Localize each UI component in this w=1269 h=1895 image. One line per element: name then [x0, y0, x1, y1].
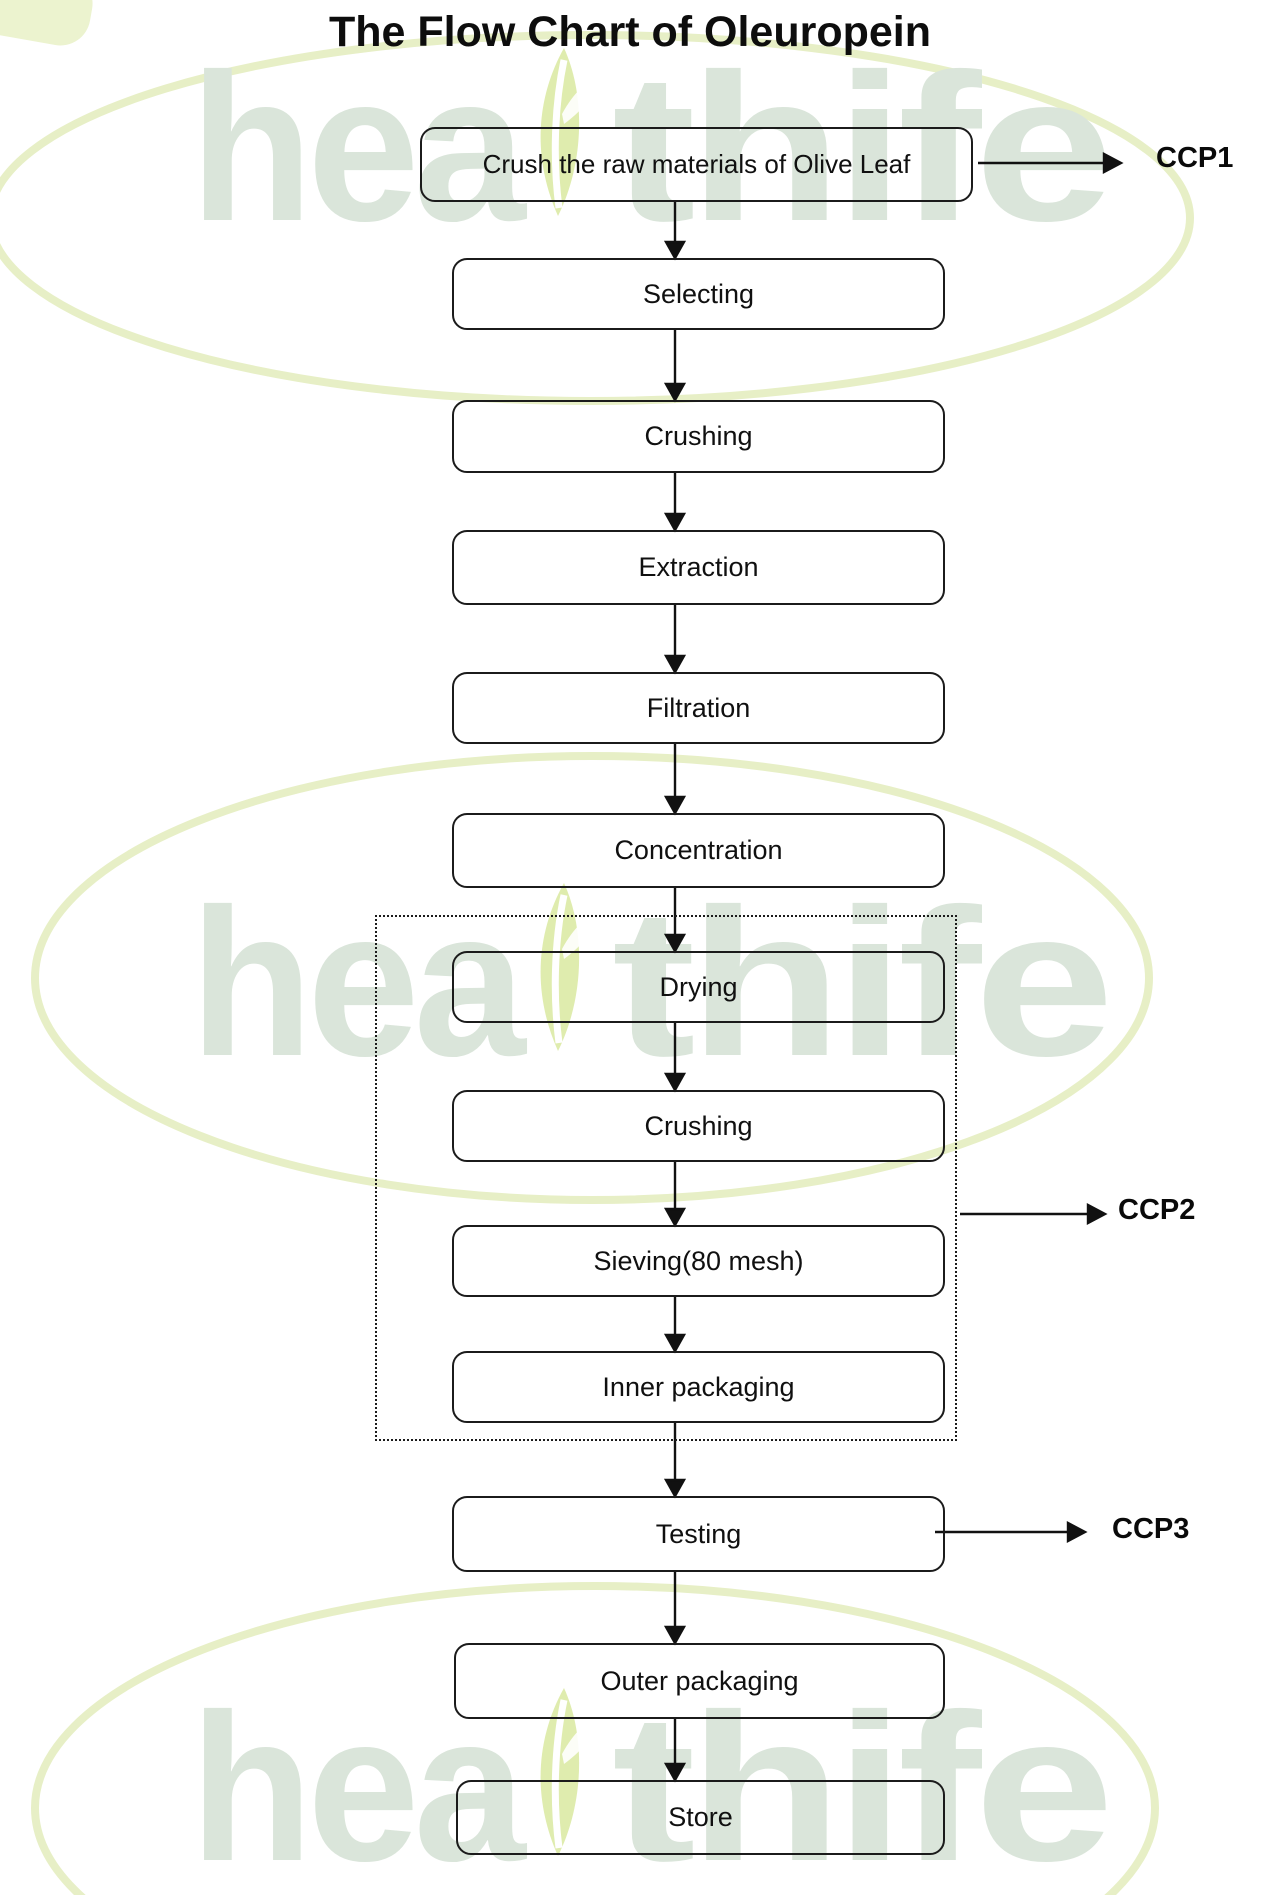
- page-title: The Flow Chart of Oleuropein: [329, 8, 931, 56]
- corner-decoration: [0, 0, 93, 46]
- flow-step-store: Store: [456, 1780, 945, 1855]
- flow-step-concentration: Concentration: [452, 813, 945, 888]
- flow-step-drying: Drying: [452, 951, 945, 1023]
- arrow-filtration-to-concentration: [663, 744, 687, 816]
- flow-step-sieving: Sieving(80 mesh): [452, 1225, 945, 1297]
- watermark-logo-bottom: hea thife: [31, 1582, 1159, 1895]
- watermark-text: hea: [190, 1670, 528, 1895]
- arrow-crushing-to-extraction: [663, 473, 687, 533]
- ccp2-dotted-zone: [375, 915, 957, 1441]
- watermark-logo-top: hea thife: [0, 30, 1194, 405]
- watermark-text: thife: [612, 1670, 1107, 1895]
- ccp3-label: CCP3: [1112, 1513, 1190, 1545]
- flow-step-outer-packaging: Outer packaging: [454, 1643, 945, 1719]
- ccp1-label: CCP1: [1156, 142, 1234, 174]
- flow-step-crush-raw-materials: Crush the raw materials of Olive Leaf: [420, 127, 973, 202]
- arrow-crush-to-selecting: [663, 202, 687, 261]
- watermark-text: hea: [190, 30, 528, 265]
- arrow-to-ccp3: [935, 1521, 1088, 1543]
- watermark-ellipse: [31, 1582, 1159, 1895]
- flow-step-filtration: Filtration: [452, 672, 945, 744]
- arrow-sieving-to-inner-packaging: [663, 1297, 687, 1354]
- watermark-ellipse: [31, 752, 1153, 1204]
- arrow-testing-to-outer-packaging: [663, 1572, 687, 1646]
- flow-step-inner-packaging: Inner packaging: [452, 1351, 945, 1423]
- watermark-logo-middle: hea thife: [31, 752, 1153, 1204]
- flow-step-crushing: Crushing: [452, 400, 945, 473]
- watermark-text: thife: [612, 30, 1107, 265]
- arrow-to-ccp2: [960, 1203, 1108, 1225]
- flow-step-testing: Testing: [452, 1496, 945, 1572]
- flow-step-selecting: Selecting: [452, 258, 945, 330]
- arrow-crushing2-to-sieving: [663, 1162, 687, 1228]
- arrow-extraction-to-filtration: [663, 605, 687, 675]
- flow-step-crushing-2: Crushing: [452, 1090, 945, 1162]
- watermark-text: thife: [612, 865, 1107, 1100]
- arrow-outer-packaging-to-store: [663, 1719, 687, 1783]
- ccp2-label: CCP2: [1118, 1194, 1196, 1226]
- arrow-to-ccp1: [978, 152, 1124, 174]
- flow-step-extraction: Extraction: [452, 530, 945, 605]
- arrow-drying-to-crushing2: [663, 1023, 687, 1093]
- arrow-selecting-to-crushing: [663, 330, 687, 403]
- watermark-text: hea: [190, 865, 528, 1100]
- arrow-inner-packaging-to-testing: [663, 1423, 687, 1499]
- arrow-concentration-to-drying: [663, 888, 687, 954]
